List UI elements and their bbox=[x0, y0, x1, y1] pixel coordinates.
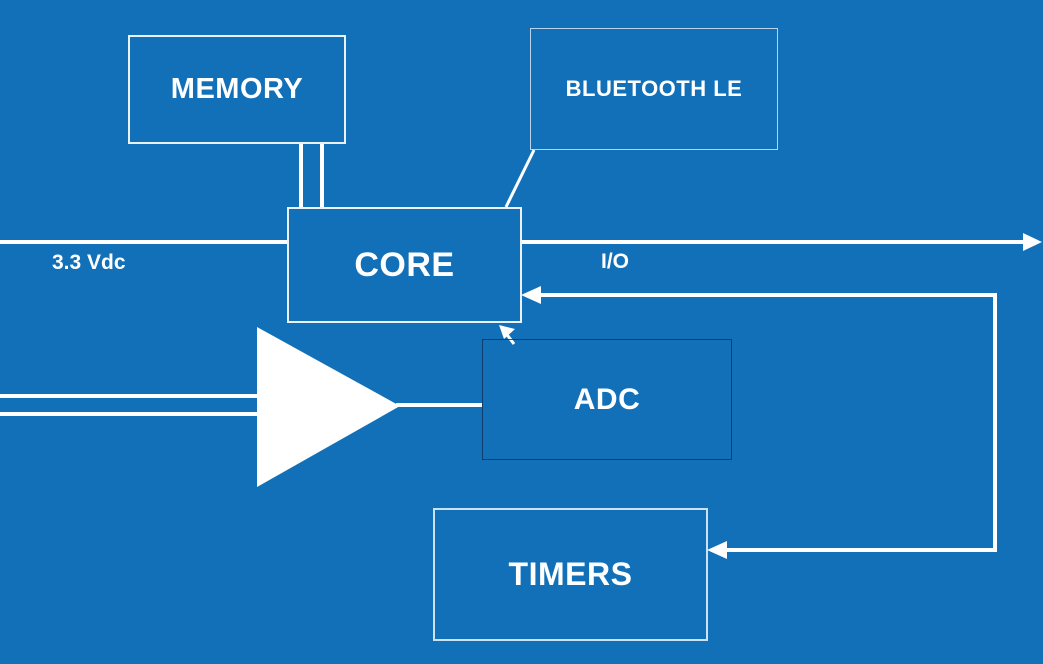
timers-block: TIMERS bbox=[433, 508, 708, 641]
amplifier-icon bbox=[257, 327, 400, 487]
io-arrowhead-icon bbox=[1023, 233, 1042, 251]
power-wire-label: 3.3 Vdc bbox=[52, 251, 126, 274]
io-wire-label: I/O bbox=[601, 250, 630, 273]
bluetooth-wire bbox=[504, 149, 536, 208]
core-block-label: CORE bbox=[354, 245, 455, 284]
adc-block-label: ADC bbox=[573, 382, 641, 416]
core-arrowhead-icon bbox=[521, 286, 541, 304]
adc-core-arrowhead-icon bbox=[499, 325, 515, 339]
adc-block: ADC bbox=[482, 339, 732, 460]
core-block: CORE bbox=[287, 207, 522, 323]
timers-arrowhead-icon bbox=[707, 541, 727, 559]
bluetooth-le-block: BLUETOOTH LE bbox=[530, 28, 778, 150]
timers-block-label: TIMERS bbox=[508, 556, 633, 592]
memory-block-label: MEMORY bbox=[170, 73, 304, 105]
memory-block: MEMORY bbox=[128, 35, 346, 144]
bluetooth-le-block-label: BLUETOOTH LE bbox=[565, 76, 743, 101]
feedback-wire bbox=[540, 293, 997, 552]
